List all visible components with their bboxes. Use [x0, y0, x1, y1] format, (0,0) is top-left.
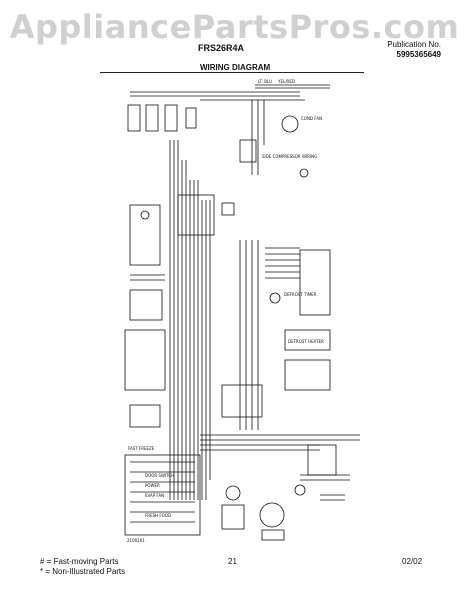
footer-date: 02/02	[402, 557, 423, 566]
title-divider	[100, 72, 364, 73]
component-box	[185, 107, 197, 129]
legend-fast-moving: # = Fast-moving Parts	[40, 557, 119, 566]
footer-legend: # = Fast-moving Parts * = Non-Illustrate…	[40, 557, 125, 577]
compressor-terminal	[299, 168, 309, 178]
left-harness-block	[124, 329, 166, 391]
page-number: 21	[228, 557, 237, 566]
publication-label: Publication No.	[387, 40, 441, 49]
mid-connector-box	[221, 384, 263, 418]
relay-box	[239, 139, 257, 163]
label-lt-blu: LT. BLU	[258, 79, 272, 84]
door-switch-box	[221, 504, 245, 530]
left-connector-block	[129, 204, 161, 266]
light-bulb	[140, 210, 150, 220]
label-fast-freeze: FAST FREEZE	[128, 446, 155, 451]
label-defrost-heater: DEFROST HEATER	[288, 339, 324, 344]
label-door-switch: DOOR SWITCH	[145, 473, 174, 478]
ice-maker-block	[284, 359, 331, 391]
watermark-logo: AppliancePartsPros.com	[9, 8, 460, 46]
label-compressor-wiring: SIDE COMPRESSOR WIRING	[262, 154, 317, 159]
label-yel-red: YEL/RED	[277, 79, 295, 84]
cond-fan-motor	[281, 115, 299, 133]
defrost-timer-motor	[269, 292, 281, 304]
component-box	[164, 104, 178, 132]
publication-info: Publication No. 5995365649	[387, 40, 441, 60]
center-connector	[177, 194, 215, 236]
overload-protector	[261, 529, 285, 541]
fan-motor-block	[307, 444, 337, 476]
label-diagram-code: 2100201	[127, 538, 145, 543]
left-lower-block	[129, 404, 161, 428]
evap-fan-motor	[225, 485, 241, 501]
compressor-motor	[259, 502, 285, 528]
model-number: FRS26R4A	[198, 43, 245, 53]
label-evap-fan: EVAP FAN	[145, 493, 164, 498]
defrost-heater-block	[284, 329, 331, 351]
component-box	[127, 104, 141, 132]
label-cond-fan: COND FAN	[301, 116, 322, 121]
component-box	[145, 104, 159, 132]
legend-non-illustrated: * = Non-Illustrated Parts	[40, 567, 126, 576]
right-connector-block	[299, 249, 331, 316]
left-switch-block	[129, 289, 163, 321]
label-power: POWER	[145, 483, 160, 488]
diagram-title: WIRING DIAGRAM	[200, 63, 271, 72]
control-board	[124, 454, 201, 536]
label-defrost-timer: DEFROST TIMER	[284, 292, 317, 297]
right-fan-motor	[294, 484, 306, 496]
small-connector	[221, 202, 235, 216]
label-fresh-food: FRESH FOOD	[145, 513, 171, 518]
publication-number: 5995365649	[396, 50, 442, 59]
